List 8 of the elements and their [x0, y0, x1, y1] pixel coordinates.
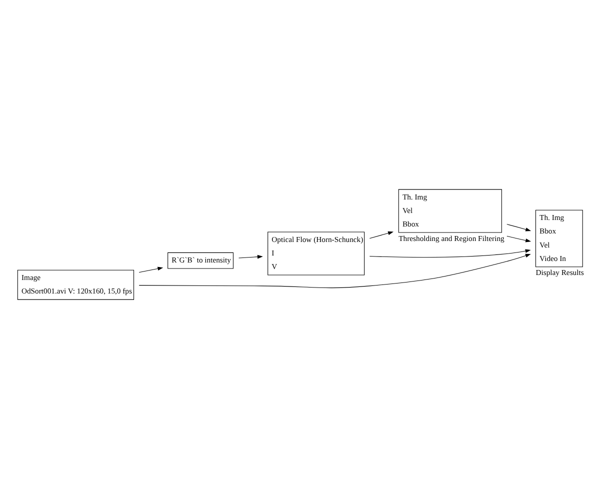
- arrow: [506, 223, 532, 231]
- node-label: Display Results: [536, 268, 584, 277]
- arrow: [138, 266, 164, 272]
- node-label: Thresholding and Region Filtering: [398, 233, 504, 242]
- arrow: [369, 230, 394, 238]
- arrow: [238, 254, 263, 258]
- arrow: [506, 235, 532, 242]
- arrow: [369, 248, 531, 258]
